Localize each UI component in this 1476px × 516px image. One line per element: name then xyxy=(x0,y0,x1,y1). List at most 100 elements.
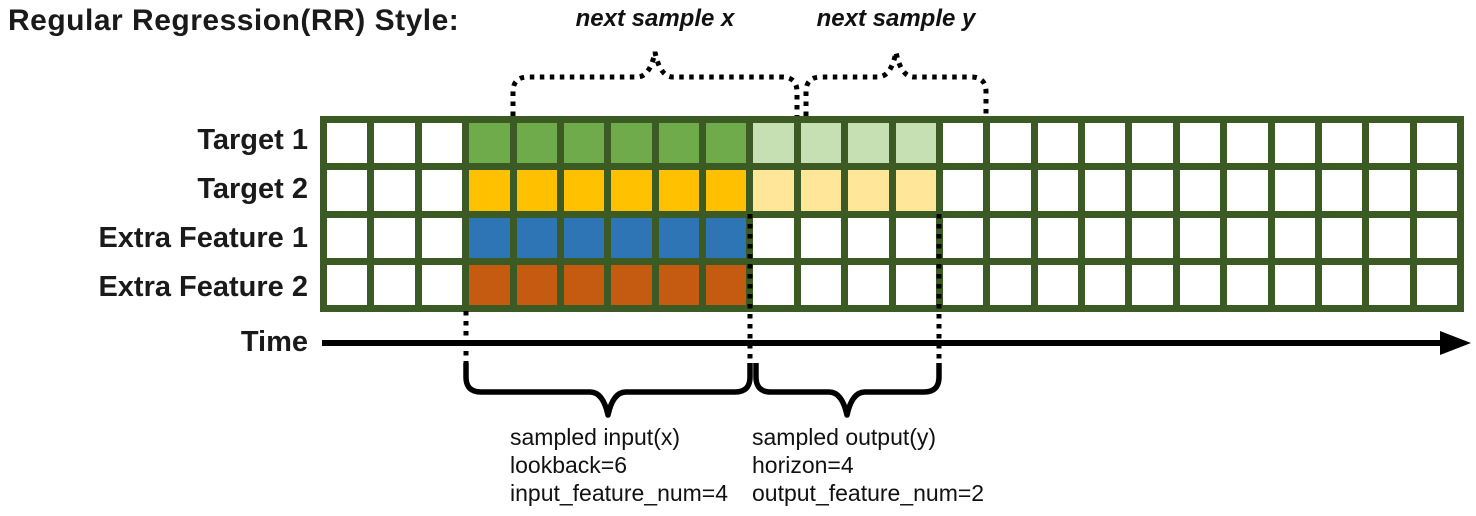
grid-cell-r0-c5 xyxy=(563,123,605,164)
grid-cell-r1-c2 xyxy=(421,170,463,211)
next-sample-x-brace xyxy=(510,51,800,116)
grid-cell-r1-c0 xyxy=(327,170,368,211)
row-labels: Target 1 Target 2 Extra Feature 1 Extra … xyxy=(0,116,308,312)
grid-cell-r1-c8 xyxy=(706,170,747,211)
grid-cell-r0-c11 xyxy=(848,123,889,164)
grid-cell-r0-c20 xyxy=(1274,123,1315,164)
grid-cell-r0-c19 xyxy=(1227,123,1268,164)
grid-cell-r3-c14 xyxy=(990,264,1031,305)
row-label-extra-feature-1: Extra Feature 1 xyxy=(98,222,308,254)
grid-cell-r2-c21 xyxy=(1321,217,1363,258)
grid-cell-r1-c20 xyxy=(1274,170,1315,211)
grid-cell-r1-c16 xyxy=(1085,170,1126,211)
grid-cell-r1-c1 xyxy=(374,170,415,211)
grid-cell-r2-c4 xyxy=(516,217,557,258)
grid-cell-r0-c7 xyxy=(658,123,699,164)
row-label-target-1: Target 1 xyxy=(197,124,308,156)
grid-cell-r1-c17 xyxy=(1132,170,1173,211)
grid-cell-r2-c8 xyxy=(706,217,747,258)
grid-cell-r3-c19 xyxy=(1227,264,1268,305)
grid-cell-r2-c20 xyxy=(1274,217,1315,258)
grid-cell-r0-c16 xyxy=(1085,123,1126,164)
grid-cell-r0-c13 xyxy=(942,123,984,164)
grid-cell-r2-c17 xyxy=(1132,217,1173,258)
sampled-input-brace xyxy=(463,363,753,418)
grid-cell-r2-c7 xyxy=(658,217,699,258)
grid-cell-r3-c16 xyxy=(1085,264,1126,305)
grid-cell-r2-c15 xyxy=(1037,217,1078,258)
grid-cell-r3-c2 xyxy=(421,264,463,305)
row-label-target-2: Target 2 xyxy=(197,173,308,205)
next-sample-y-label: next sample y xyxy=(816,5,976,32)
lookback-value: lookback=6 xyxy=(510,452,627,478)
grid-cell-r0-c15 xyxy=(1037,123,1078,164)
grid-cell-r0-c18 xyxy=(1179,123,1221,164)
sample-grid xyxy=(320,116,1464,312)
grid-cell-r0-c9 xyxy=(753,123,794,164)
grid-cell-r3-c0 xyxy=(327,264,368,305)
grid-cell-r3-c22 xyxy=(1369,264,1410,305)
grid-cell-r3-c20 xyxy=(1274,264,1315,305)
grid-cell-r0-c0 xyxy=(327,123,368,164)
grid-cell-r2-c22 xyxy=(1369,217,1410,258)
grid-cell-r1-c7 xyxy=(658,170,699,211)
grid-cell-r3-c18 xyxy=(1179,264,1221,305)
grid-cell-r1-c19 xyxy=(1227,170,1268,211)
grid-cell-r2-c18 xyxy=(1179,217,1221,258)
time-axis-label: Time xyxy=(240,326,308,358)
grid-cell-r1-c6 xyxy=(611,170,652,211)
grid-cell-r0-c2 xyxy=(421,123,463,164)
grid-cell-r2-c11 xyxy=(848,217,889,258)
grid-cell-r3-c11 xyxy=(848,264,889,305)
grid-cell-r0-c21 xyxy=(1321,123,1363,164)
sampled-input-title: sampled input(x) xyxy=(510,424,681,450)
sampled-output-annotation: sampled output(y) horizon=4 output_featu… xyxy=(752,423,984,507)
grid-cell-r1-c9 xyxy=(753,170,794,211)
grid-cell-r3-c13 xyxy=(942,264,984,305)
grid-cell-r3-c12 xyxy=(895,264,936,305)
grid-cell-r2-c16 xyxy=(1085,217,1126,258)
grid-cell-r2-c5 xyxy=(563,217,605,258)
time-axis-arrow-head xyxy=(1440,331,1471,355)
grid-cell-r2-c1 xyxy=(374,217,415,258)
grid-cell-r1-c22 xyxy=(1369,170,1410,211)
row-label-extra-feature-2: Extra Feature 2 xyxy=(98,271,308,303)
sampled-output-brace xyxy=(753,363,942,418)
grid-cell-r0-c14 xyxy=(990,123,1031,164)
grid-cell-r1-c12 xyxy=(895,170,936,211)
grid-cell-r0-c3 xyxy=(469,123,510,164)
grid-cell-r2-c10 xyxy=(800,217,842,258)
sampled-input-annotation: sampled input(x) lookback=6 input_featur… xyxy=(510,423,728,507)
grid-cell-r1-c4 xyxy=(516,170,557,211)
grid-cell-r3-c3 xyxy=(469,264,510,305)
grid-cell-r3-c5 xyxy=(563,264,605,305)
input-feature-num: input_feature_num=4 xyxy=(510,480,729,506)
grid-cell-r3-c15 xyxy=(1037,264,1078,305)
grid-cell-r1-c15 xyxy=(1037,170,1078,211)
grid-cell-r3-c7 xyxy=(658,264,699,305)
grid-cell-r1-c10 xyxy=(800,170,842,211)
grid-cell-r3-c21 xyxy=(1321,264,1363,305)
next-sample-y-brace xyxy=(803,51,989,116)
grid-cell-r0-c22 xyxy=(1369,123,1410,164)
grid-cell-r0-c17 xyxy=(1132,123,1173,164)
grid-cell-r3-c17 xyxy=(1132,264,1173,305)
grid-cell-r3-c1 xyxy=(374,264,415,305)
grid-cell-r3-c9 xyxy=(753,264,794,305)
grid-cell-r3-c4 xyxy=(516,264,557,305)
grid-cell-r3-c6 xyxy=(611,264,652,305)
horizon-value: horizon=4 xyxy=(752,452,854,478)
grid-cell-r0-c10 xyxy=(800,123,842,164)
grid-cell-r3-c8 xyxy=(706,264,747,305)
grid-cell-r1-c21 xyxy=(1321,170,1363,211)
grid-cell-r0-c8 xyxy=(706,123,747,164)
grid-cell-r2-c14 xyxy=(990,217,1031,258)
grid-cell-r2-c12 xyxy=(895,217,936,258)
grid-cell-r1-c5 xyxy=(563,170,605,211)
grid-cell-r1-c14 xyxy=(990,170,1031,211)
sampled-output-title: sampled output(y) xyxy=(752,424,937,450)
grid-cell-r1-c3 xyxy=(469,170,510,211)
grid-cell-r2-c23 xyxy=(1416,217,1457,258)
grid-cell-r3-c23 xyxy=(1416,264,1457,305)
